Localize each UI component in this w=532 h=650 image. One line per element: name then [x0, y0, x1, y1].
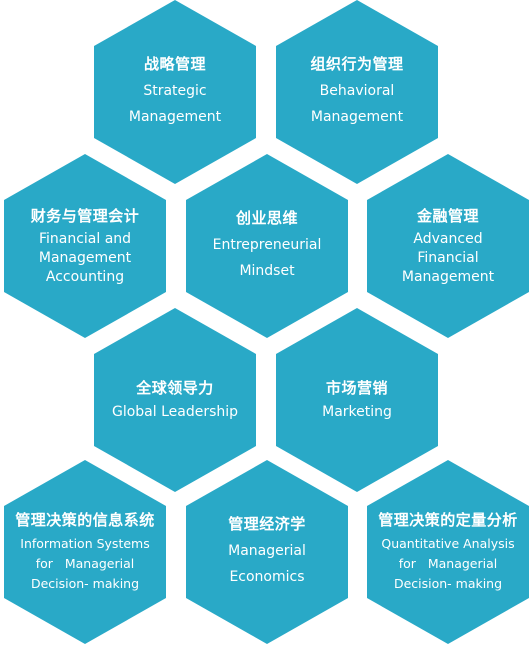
course-title-en-line: Management — [128, 109, 222, 125]
course-title-en-line: Accounting — [45, 268, 125, 285]
course-title-en-line: Information Systems — [20, 536, 150, 551]
hex-managerial-economics: 管理经济学 Managerial Economics — [186, 460, 348, 644]
hex-behavioral-management: 组织行为管理 Behavioral Management — [276, 0, 438, 184]
hex-information-systems: 管理决策的信息系统 Information Systems for Manage… — [4, 460, 166, 644]
course-title-en-line: Marketing — [322, 403, 392, 420]
course-title-en-line: Behavioral — [319, 83, 395, 99]
course-title-en-line: Advanced — [413, 230, 483, 247]
course-title-en-line: for Managerial — [35, 556, 135, 571]
course-title-en-line: Management — [401, 268, 495, 285]
course-title-en-line: Financial and — [38, 230, 132, 247]
course-title-en-line: Entrepreneurial — [212, 237, 322, 253]
hex-strategic-management: 战略管理 Strategic Management — [94, 0, 256, 184]
course-title-zh: 财务与管理会计 — [30, 206, 140, 225]
hex-advanced-financial-management: 金融管理 Advanced Financial Management — [367, 154, 529, 338]
course-title-en-line: for Managerial — [398, 556, 498, 571]
course-title-en-line: Strategic — [143, 83, 207, 99]
course-title-zh: 战略管理 — [143, 55, 206, 73]
course-title-en-line: Management — [310, 109, 404, 125]
course-title-zh: 金融管理 — [416, 206, 479, 225]
course-title-en-line: Economics — [229, 569, 305, 585]
hex-entrepreneurial-mindset: 创业思维 Entrepreneurial Mindset — [186, 154, 348, 338]
course-title-en-line: Quantitative Analysis — [381, 536, 515, 551]
course-title-zh: 组织行为管理 — [310, 55, 404, 73]
course-title-en-line: Global Leadership — [111, 403, 239, 420]
course-title-zh: 全球领导力 — [136, 378, 214, 397]
course-title-zh: 市场营销 — [325, 378, 388, 397]
course-title-en-line: Managerial — [228, 543, 306, 559]
course-title-en-line: Mindset — [239, 263, 295, 279]
hex-global-leadership: 全球领导力 Global Leadership — [94, 308, 256, 492]
course-title-zh: 管理决策的信息系统 — [15, 511, 155, 529]
course-title-zh: 管理经济学 — [228, 515, 306, 533]
hex-financial-accounting: 财务与管理会计 Financial and Management Account… — [4, 154, 166, 338]
course-title-en-line: Decision- making — [393, 576, 503, 591]
course-title-en-line: Decision- making — [30, 576, 140, 591]
course-title-en-line: Financial — [417, 249, 479, 266]
course-title-zh: 创业思维 — [235, 209, 298, 227]
hex-marketing: 市场营销 Marketing — [276, 308, 438, 492]
hex-quantitative-analysis: 管理决策的定量分析 Quantitative Analysis for Mana… — [367, 460, 529, 644]
course-title-zh: 管理决策的定量分析 — [378, 511, 518, 529]
course-title-en-line: Management — [38, 249, 132, 266]
